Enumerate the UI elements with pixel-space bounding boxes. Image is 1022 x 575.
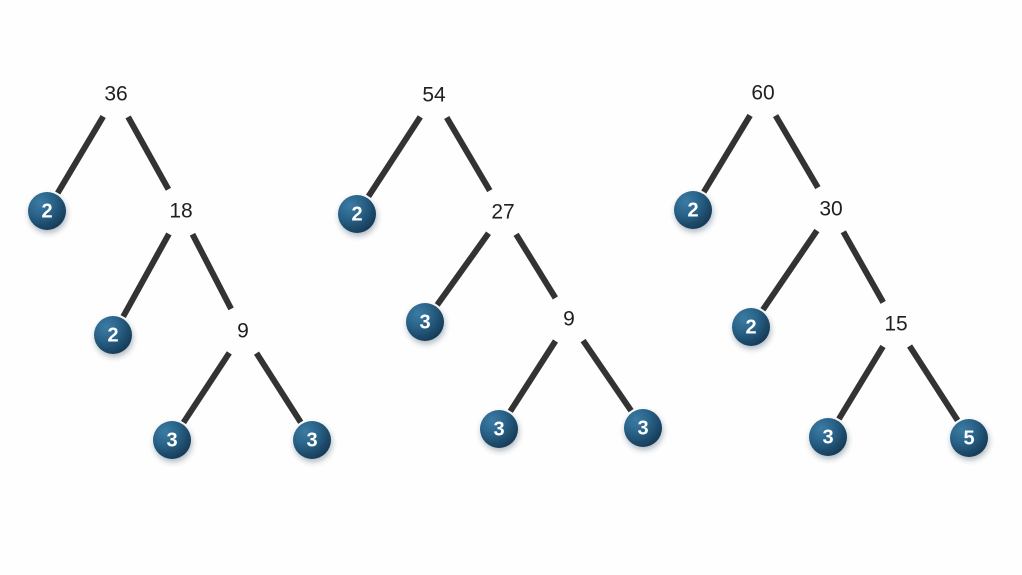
- node-value: 3: [493, 418, 504, 440]
- node-value: 9: [563, 308, 575, 331]
- node-circle: [624, 409, 662, 447]
- tree-edge: [907, 344, 961, 423]
- prime-factor-node: 3: [809, 418, 847, 456]
- node-value: 36: [104, 83, 127, 106]
- tree-edge: [253, 351, 304, 424]
- node-circle: [674, 191, 712, 229]
- node-circle: [732, 308, 770, 346]
- node-value: 3: [419, 311, 430, 333]
- node-value: 15: [884, 313, 907, 336]
- composite-node: 9: [237, 320, 249, 343]
- tree-edge: [365, 115, 423, 199]
- node-circle: [950, 419, 988, 457]
- tree-edge: [773, 114, 821, 190]
- prime-factor-node: 3: [293, 421, 331, 459]
- nodes-layer: 36 2 18 2 9 3 3 54 2 27 3 9 3 3 60 2 30 2 15 3 5: [28, 82, 988, 459]
- tree-edge: [55, 114, 106, 195]
- prime-factor-node: 3: [153, 421, 191, 459]
- prime-factor-node: 2: [28, 192, 66, 230]
- prime-factor-node: 3: [406, 303, 444, 341]
- node-value: 5: [963, 427, 974, 449]
- node-circle: [94, 316, 132, 354]
- tree-edge: [836, 344, 886, 421]
- node-value: 60: [751, 82, 774, 105]
- node-value: 3: [306, 429, 317, 451]
- node-value: 30: [819, 198, 842, 221]
- composite-node: 36: [104, 83, 127, 106]
- tree-edge: [840, 230, 886, 304]
- node-circle: [293, 421, 331, 459]
- composite-node: 9: [563, 308, 575, 331]
- tree-edge: [444, 115, 493, 193]
- composite-node: 30: [819, 198, 842, 221]
- composite-node: 15: [884, 313, 907, 336]
- prime-factor-node: 2: [732, 308, 770, 346]
- node-value: 3: [166, 429, 177, 451]
- tree-edge: [180, 351, 232, 425]
- node-value: 2: [41, 200, 52, 222]
- tree-edge: [125, 115, 172, 191]
- tree-edge: [513, 232, 558, 300]
- tree-edge: [189, 232, 234, 311]
- tree-edge: [760, 228, 820, 312]
- prime-factor-node: 2: [338, 195, 376, 233]
- tree-edge: [507, 339, 559, 413]
- tree-edge: [580, 338, 634, 413]
- prime-factor-node: 5: [950, 419, 988, 457]
- composite-node: 18: [169, 200, 192, 223]
- node-value: 3: [822, 426, 833, 448]
- node-circle: [153, 421, 191, 459]
- prime-factor-node: 3: [480, 410, 518, 448]
- tree-edge: [701, 113, 753, 194]
- node-circle: [28, 192, 66, 230]
- node-value: 54: [422, 84, 446, 107]
- node-circle: [480, 410, 518, 448]
- prime-factor-node: 2: [94, 316, 132, 354]
- node-value: 18: [169, 200, 192, 223]
- node-circle: [406, 303, 444, 341]
- node-value: 2: [687, 199, 698, 221]
- node-value: 3: [637, 417, 648, 439]
- node-circle: [338, 195, 376, 233]
- composite-node: 54: [422, 84, 446, 107]
- node-circle: [809, 418, 847, 456]
- node-value: 2: [107, 324, 118, 346]
- composite-node: 27: [491, 201, 514, 224]
- composite-node: 60: [751, 82, 774, 105]
- prime-factor-node: 3: [624, 409, 662, 447]
- tree-edge: [120, 232, 172, 319]
- tree-edge: [434, 231, 491, 307]
- edges-layer: [55, 113, 961, 425]
- prime-factor-node: 2: [674, 191, 712, 229]
- node-value: 27: [491, 201, 514, 224]
- node-value: 2: [351, 203, 362, 225]
- node-value: 9: [237, 320, 249, 343]
- node-value: 2: [745, 316, 756, 338]
